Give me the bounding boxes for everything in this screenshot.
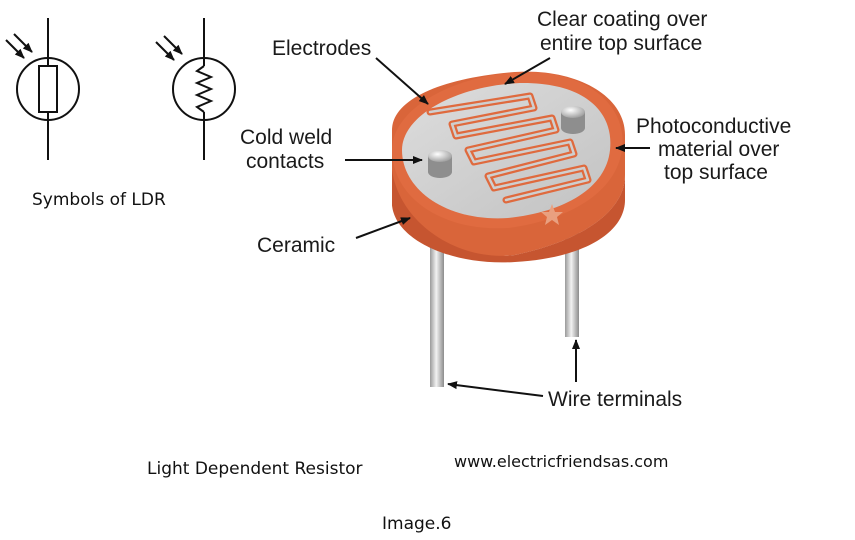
cold-weld-contact-left [428, 150, 452, 178]
image-number-caption: Image.6 [382, 514, 451, 534]
label-photoconductive-line1: Photoconductive [636, 115, 791, 138]
label-ceramic: Ceramic [257, 234, 335, 257]
label-clear-coating-line2: entire top surface [540, 32, 702, 55]
cold-weld-contact-right [561, 106, 585, 134]
label-cold-weld-line1: Cold weld [240, 126, 332, 149]
label-cold-weld-line2: contacts [246, 150, 324, 173]
light-arrows-icon [5, 33, 33, 59]
component-caption: Light Dependent Resistor [147, 459, 363, 479]
website-caption: www.electricfriendsas.com [454, 452, 668, 471]
arrow-ceramic [355, 217, 411, 239]
arrow-clear-coating [504, 57, 551, 85]
light-arrows-icon [155, 35, 183, 61]
wire-terminal-left [430, 215, 444, 387]
label-clear-coating-line1: Clear coating over [537, 8, 707, 31]
arrow-wire-terminal-left [447, 381, 544, 397]
label-photoconductive-line3: top surface [664, 161, 768, 184]
ldr-symbol-zigzag [155, 18, 236, 160]
star-logo-icon [541, 204, 563, 225]
ldr-component [392, 71, 625, 387]
label-wire-terminals: Wire terminals [548, 388, 682, 411]
label-electrodes: Electrodes [272, 37, 371, 60]
ldr-symbol-rectangle [5, 18, 80, 160]
arrow-electrodes [375, 57, 429, 105]
label-photoconductive-line2: material over [658, 138, 779, 161]
symbols-caption: Symbols of LDR [32, 190, 166, 210]
